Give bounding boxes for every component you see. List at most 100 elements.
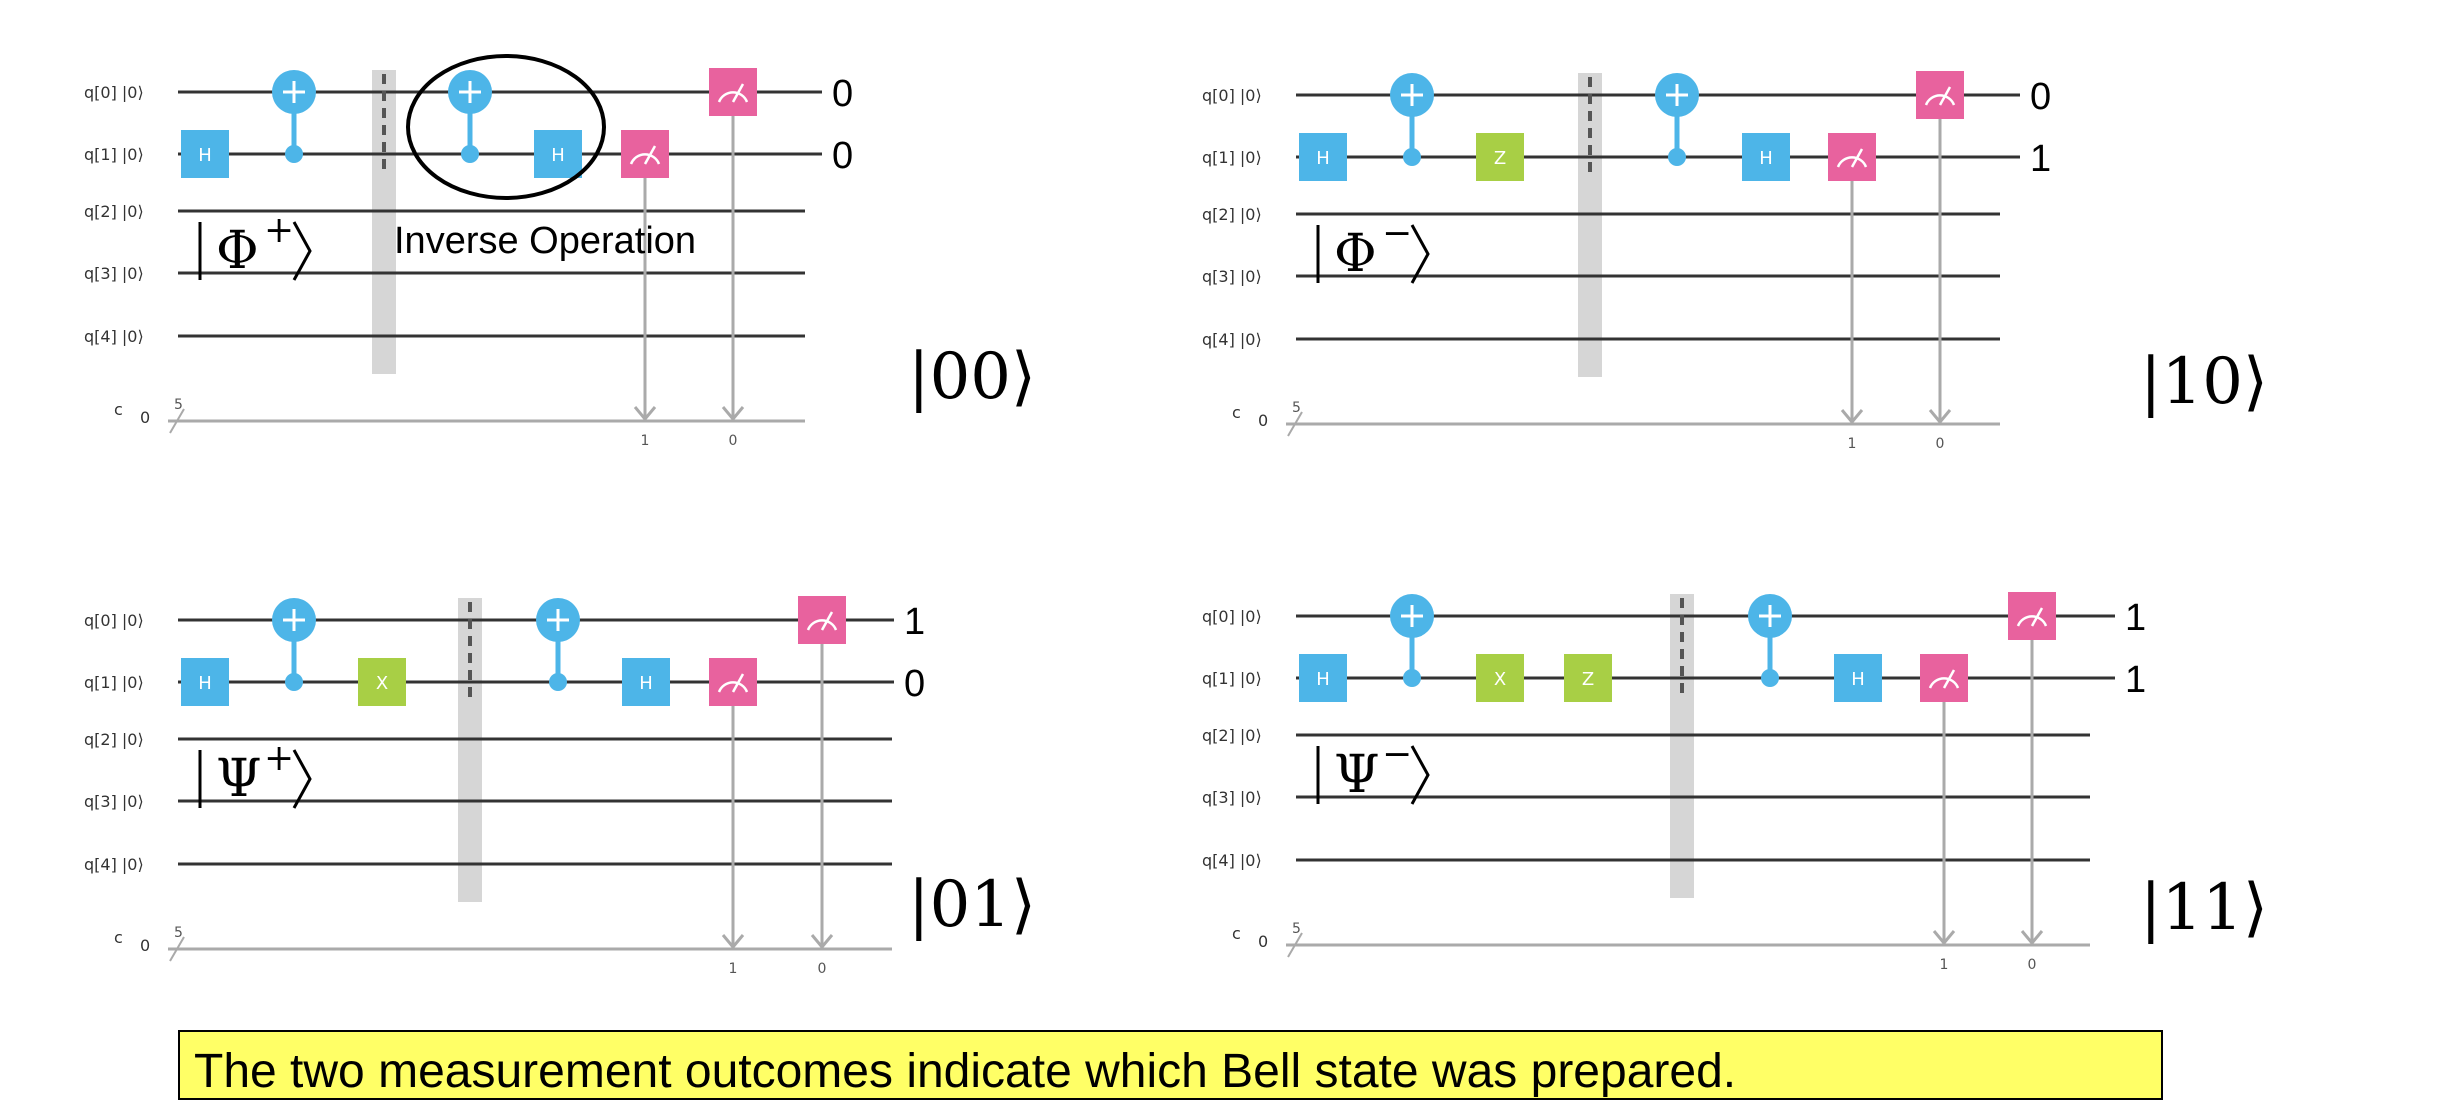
measure-arrow-q0: [721, 406, 745, 422]
pauli-x-gate-label: X: [1494, 669, 1506, 690]
measure-arrow-q1: [1932, 930, 1956, 946]
classical-width: 5: [174, 397, 183, 413]
measure-gate-q1-dial: [1928, 677, 1960, 689]
measure-arrow-q1: [1840, 409, 1864, 425]
hadamard-gate-decode-label: H: [639, 673, 653, 694]
hadamard-gate-prep: [1299, 654, 1347, 702]
qubit-label-0: q[0] |0⟩: [1202, 86, 1262, 105]
qubit-label-1: q[1] |0⟩: [1202, 148, 1262, 167]
qubit-label-2: q[2] |0⟩: [84, 730, 144, 749]
measure-gate-q0-needle: [2030, 607, 2044, 627]
cnot-gate-decode-control-dot: [1761, 669, 1779, 687]
qubit-label-1: q[1] |0⟩: [84, 673, 144, 692]
classical-bit-label-q1: 1: [729, 961, 738, 977]
pauli-x-gate: [358, 658, 406, 706]
cnot-gate-prep-control-dot: [1403, 148, 1421, 166]
classical-bit-label-q0: 0: [818, 961, 827, 977]
measure-gate-q0-dial: [717, 91, 749, 103]
hadamard-gate-decode: [1742, 133, 1790, 181]
pauli-z-gate-label: Z: [1582, 669, 1594, 690]
hadamard-gate-prep-label: H: [198, 145, 212, 166]
result-ket: |00⟩: [908, 340, 1036, 414]
outcome-q1: 0: [904, 663, 925, 705]
bell-state-label: Ψ: [216, 749, 262, 809]
classical-bit-label-q0: 0: [2028, 957, 2037, 973]
qubit-label-1: q[1] |0⟩: [1202, 669, 1262, 688]
hadamard-gate-decode: [534, 130, 582, 178]
cnot-gate-decode-control-dot: [1668, 148, 1686, 166]
hadamard-gate-prep-label: H: [1316, 669, 1330, 690]
hadamard-gate-prep-label: H: [1316, 148, 1330, 169]
hadamard-gate-decode-label: H: [551, 145, 565, 166]
qubit-label-0: q[0] |0⟩: [84, 83, 144, 102]
bell-state-sign: −: [1382, 213, 1412, 254]
qubit-label-0: q[0] |0⟩: [1202, 607, 1262, 626]
hadamard-gate-prep: [181, 130, 229, 178]
barrier: [458, 598, 482, 902]
inverse-operation-ellipse: [406, 54, 606, 200]
circuit-panel-phi-minus: q[0] |0⟩q[1] |0⟩q[2] |0⟩q[3] |0⟩q[4] |0⟩…: [1202, 71, 2268, 452]
measure-gate-q1-needle: [1850, 148, 1864, 168]
qubit-label-4: q[4] |0⟩: [84, 327, 144, 346]
classical-value: 0: [140, 408, 150, 427]
outcome-q0: 0: [832, 73, 853, 115]
bell-ket-bracket: [292, 749, 312, 809]
classical-bit-label-q0: 0: [1936, 436, 1945, 452]
classical-label: c: [114, 928, 123, 947]
result-ket: |10⟩: [2140, 345, 2268, 419]
classical-width: 5: [174, 925, 183, 941]
bell-state-label: Ψ: [1334, 745, 1380, 805]
inverse-operation-label: Inverse Operation: [394, 220, 696, 262]
pauli-x-gate-label: X: [376, 673, 388, 694]
circuit-panel-psi-plus: q[0] |0⟩ q[1] |0⟩ q[2] |0⟩ q[3] |0⟩ q[4] |0⟩…: [84, 596, 1036, 977]
barrier: [372, 70, 396, 374]
qubit-label-3: q[3] |0⟩: [1202, 788, 1262, 807]
barrier: [1670, 594, 1694, 898]
classical-value: 0: [1258, 932, 1268, 951]
hadamard-gate-decode-label: H: [1851, 669, 1865, 690]
qubit-label-4: q[4] |0⟩: [84, 855, 144, 874]
measure-gate-q0-needle: [1938, 86, 1952, 106]
inverse-operation-annotation: Inverse Operation: [394, 54, 696, 262]
cnot-gate-decode-control-dot: [549, 673, 567, 691]
measure-arrow-q0: [1928, 409, 1952, 425]
hadamard-gate-prep: [1299, 133, 1347, 181]
hadamard-gate-prep: [181, 658, 229, 706]
qubit-label-0: q[0] |0⟩: [84, 611, 144, 630]
measure-gate-q0-needle: [731, 83, 745, 103]
cnot-gate-prep-control-dot: [1403, 669, 1421, 687]
measure-gate-q1-dial: [717, 681, 749, 693]
barrier: [1578, 73, 1602, 377]
qubit-label-4: q[4] |0⟩: [1202, 851, 1262, 870]
measure-gate-q0-dial: [2016, 615, 2048, 627]
outcome-q1: 1: [2030, 138, 2051, 180]
measure-gate-q1-needle: [643, 145, 657, 165]
hadamard-gate-decode-label: H: [1759, 148, 1773, 169]
classical-bit-label-q1: 1: [1940, 957, 1949, 973]
qubit-label-2: q[2] |0⟩: [1202, 726, 1262, 745]
qubit-label-3: q[3] |0⟩: [84, 792, 144, 811]
bell-ket-bracket: [1410, 224, 1430, 284]
qubit-label-3: q[3] |0⟩: [84, 264, 144, 283]
cnot-gate-prep-control-dot: [285, 145, 303, 163]
pauli-x-gate: [1476, 654, 1524, 702]
measure-gate-q0-dial: [806, 619, 838, 631]
bell-state-label: Φ: [216, 221, 259, 281]
measure-arrow-q0: [810, 934, 834, 950]
outcome-q0: 1: [2125, 597, 2146, 639]
circuit-panel-psi-minus: q[0] |0⟩ q[1] |0⟩ q[2] |0⟩ q[3] |0⟩ q[4] |0⟩…: [1202, 592, 2268, 973]
measure-gate-q0-dial: [1924, 94, 1956, 106]
bell-state-sign: +: [264, 210, 294, 251]
classical-bit-label-q0: 0: [729, 433, 738, 449]
caption-text: The two measurement outcomes indicate wh…: [194, 1045, 1737, 1098]
qubit-label-2: q[2] |0⟩: [84, 202, 144, 221]
classical-bit-label-q1: 1: [641, 433, 650, 449]
hadamard-gate-decode: [1834, 654, 1882, 702]
pauli-z-gate: [1564, 654, 1612, 702]
outcome-q1: 1: [2125, 659, 2146, 701]
measure-gate-q0-needle: [820, 611, 834, 631]
caption-box: The two measurement outcomes indicate wh…: [178, 1030, 2163, 1100]
measure-gate-q1-dial: [1836, 156, 1868, 168]
qubit-label-2: q[2] |0⟩: [1202, 205, 1262, 224]
